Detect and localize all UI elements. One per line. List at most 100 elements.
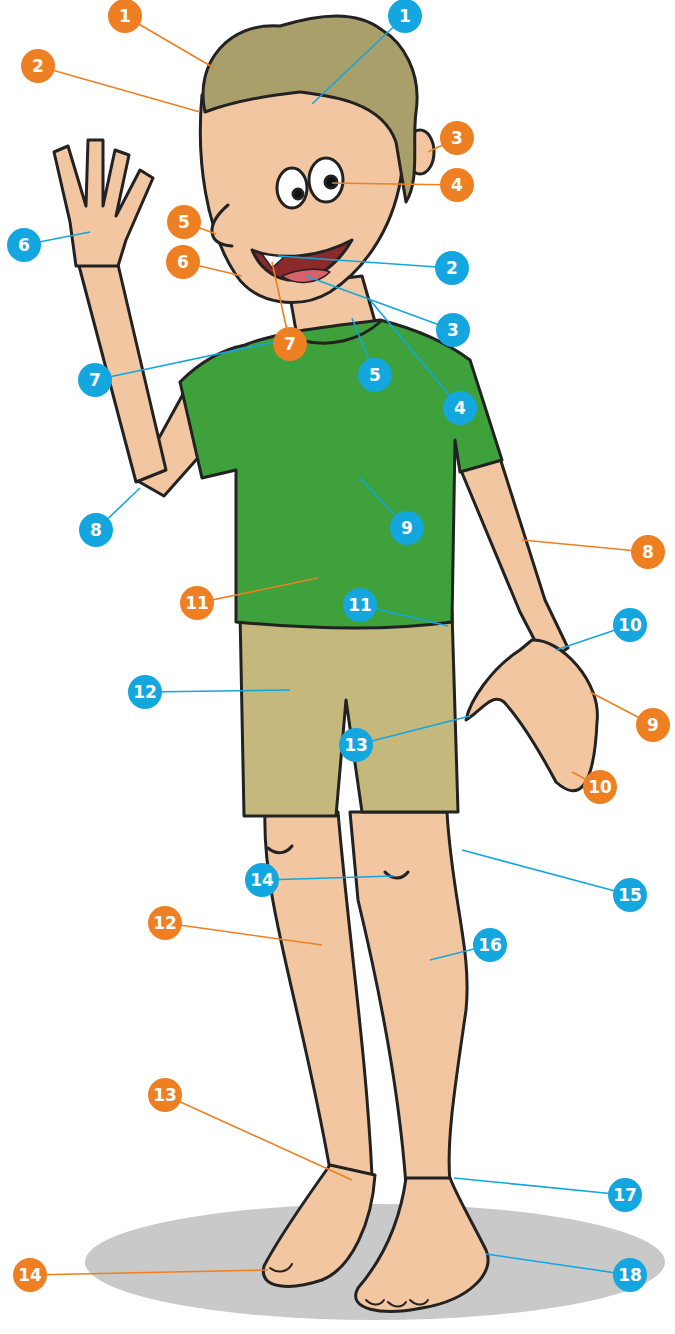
back-foot	[263, 1165, 375, 1286]
hanging-hand	[466, 640, 597, 791]
leader-line	[95, 340, 284, 380]
callout-circle: 9	[390, 511, 424, 545]
callout-circle: 12	[148, 906, 182, 940]
front-leg	[350, 812, 467, 1186]
nose	[212, 205, 232, 246]
callout-number: 1	[399, 8, 411, 25]
callout-number: 8	[90, 522, 102, 539]
callout-circle: 4	[440, 168, 474, 202]
pupil	[325, 176, 337, 188]
callout-number: 16	[478, 937, 502, 954]
callout-circle: 16	[473, 928, 507, 962]
callout-number: 2	[446, 260, 458, 277]
leader-line	[332, 183, 457, 185]
callout-number: 13	[153, 1087, 177, 1104]
callout-circle: 11	[343, 588, 377, 622]
callout-number: 2	[32, 58, 44, 75]
callout-circle: 8	[79, 513, 113, 547]
forearm	[78, 256, 166, 482]
callout-number: 15	[618, 887, 642, 904]
callout-circle: 14	[245, 863, 279, 897]
callout-number: 6	[177, 254, 189, 271]
callout-circle: 5	[167, 205, 201, 239]
callout-circle: 18	[613, 1258, 647, 1292]
callout-number: 12	[153, 915, 177, 932]
callout-circle: 3	[436, 313, 470, 347]
callout-number: 3	[447, 322, 459, 339]
callout-number: 14	[250, 872, 274, 889]
callout-circle: 2	[21, 49, 55, 83]
knee-mark	[268, 846, 292, 853]
callout-circle: 11	[180, 586, 214, 620]
callout-circle: 10	[613, 608, 647, 642]
callout-circle: 13	[339, 728, 373, 762]
callout-circle: 6	[7, 228, 41, 262]
leader-line	[197, 578, 318, 603]
leader-line	[356, 716, 470, 745]
callout-circle: 13	[148, 1078, 182, 1112]
leader-line	[278, 256, 452, 268]
callout-number: 5	[178, 214, 190, 231]
callout-number: 17	[613, 1187, 637, 1204]
callout-circle: 10	[583, 770, 617, 804]
leader-line	[165, 1095, 352, 1180]
callout-circle: 1	[388, 0, 422, 33]
leader-line	[30, 1270, 268, 1275]
callout-number: 18	[618, 1267, 642, 1284]
callout-circle: 6	[166, 245, 200, 279]
front-foot	[356, 1178, 488, 1311]
callout-number: 7	[89, 372, 101, 389]
eye	[309, 158, 343, 202]
toes	[270, 1264, 292, 1271]
callout-number: 9	[647, 717, 659, 734]
callout-circle: 9	[636, 708, 670, 742]
leader-line	[38, 66, 200, 112]
callout-number: 14	[18, 1267, 42, 1284]
hanging-arm	[460, 458, 568, 662]
callout-number: 4	[454, 400, 466, 417]
callout-number: 9	[401, 520, 413, 537]
callout-number: 1	[119, 8, 131, 25]
callout-circle: 12	[128, 675, 162, 709]
leader-line	[486, 1254, 630, 1275]
leader-line	[312, 16, 405, 104]
callout-number: 12	[133, 684, 157, 701]
leader-line	[306, 276, 453, 330]
callout-number: 6	[18, 237, 30, 254]
callout-number: 7	[284, 336, 296, 353]
leader-line	[522, 540, 648, 552]
leader-line	[462, 850, 630, 895]
leader-line	[262, 876, 394, 880]
callout-circle: 14	[13, 1258, 47, 1292]
callout-circle: 15	[613, 878, 647, 912]
callout-circle: 17	[608, 1178, 642, 1212]
pupil	[293, 189, 303, 199]
callout-circle: 7	[273, 327, 307, 361]
tongue	[282, 269, 330, 282]
callout-number: 10	[588, 779, 612, 796]
callout-number: 5	[369, 367, 381, 384]
callout-number: 11	[348, 597, 372, 614]
callout-circle: 5	[358, 358, 392, 392]
callout-number: 4	[451, 177, 463, 194]
callout-number: 8	[642, 544, 654, 561]
raised-hand	[54, 140, 153, 266]
shorts	[240, 612, 458, 816]
leader-line	[454, 1178, 625, 1195]
callout-circle: 4	[443, 391, 477, 425]
callout-number: 10	[618, 617, 642, 634]
leader-line	[145, 690, 290, 692]
hair	[203, 16, 417, 202]
toes	[366, 1300, 428, 1307]
callout-circle: 8	[631, 535, 665, 569]
callout-number: 13	[344, 737, 368, 754]
shirt-collar	[300, 322, 380, 343]
eye	[277, 168, 307, 208]
callout-number: 11	[185, 595, 209, 612]
callout-circle: 2	[435, 251, 469, 285]
callout-number: 3	[451, 130, 463, 147]
leader-line	[165, 923, 322, 945]
